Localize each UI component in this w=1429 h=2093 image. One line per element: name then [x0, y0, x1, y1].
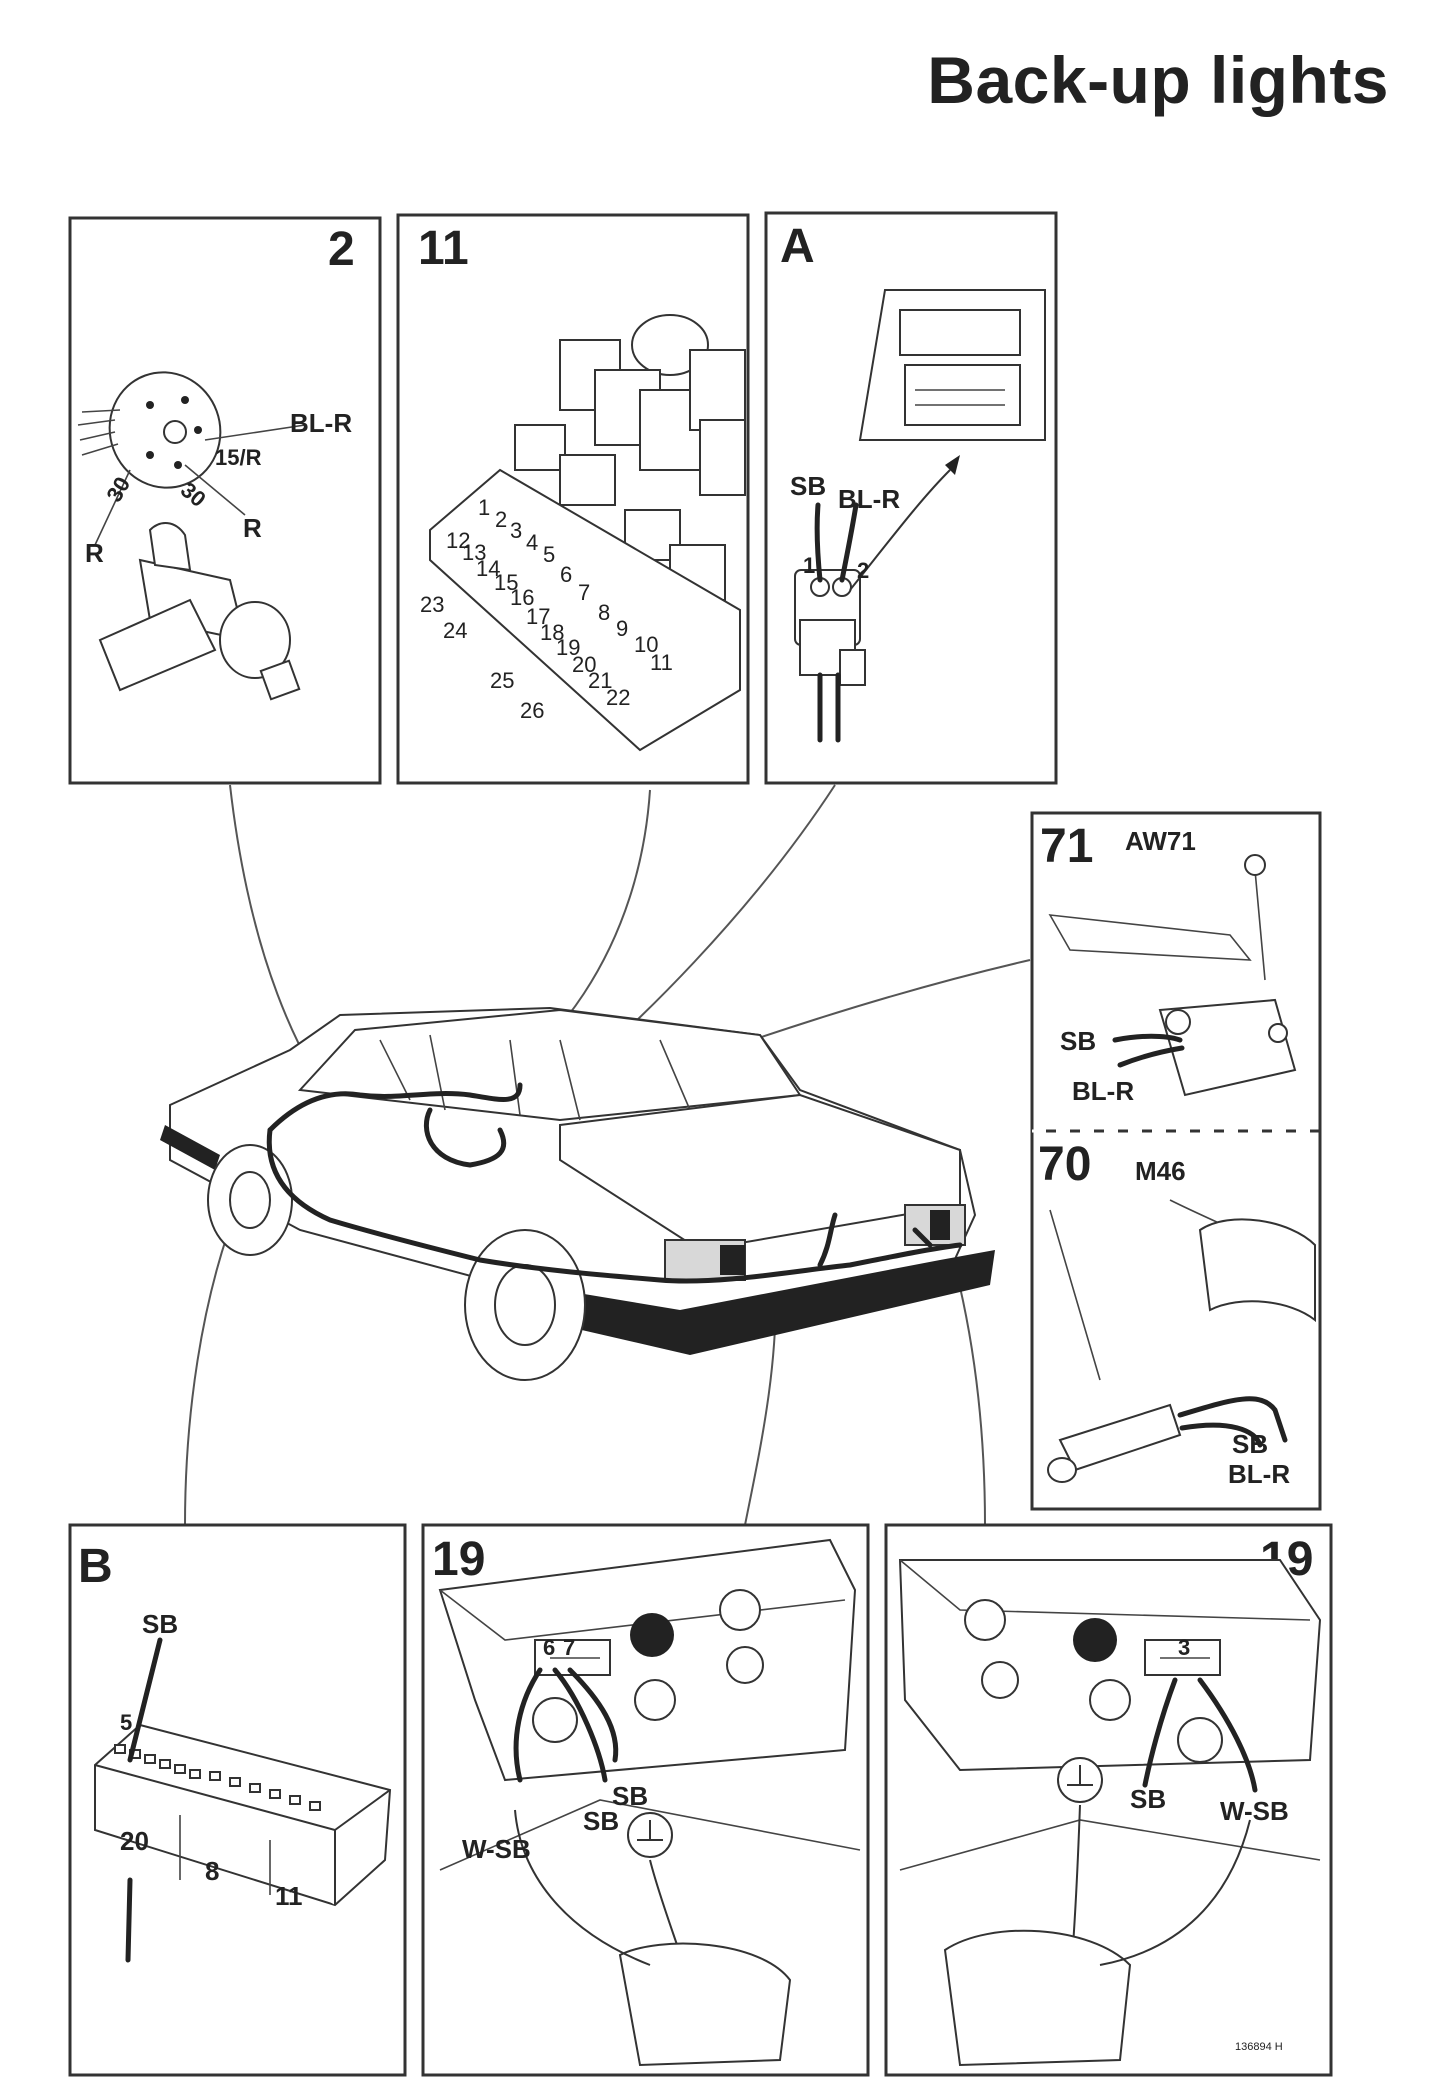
wire-w-sb-right: W-SB	[1220, 1796, 1289, 1826]
svg-text:23: 23	[420, 592, 444, 617]
panel-aw71: 71 AW71 SB BL-R	[1030, 811, 1322, 1133]
svg-text:10: 10	[634, 632, 658, 657]
svg-text:15: 15	[494, 570, 518, 595]
wire-bl-r-a: BL-R	[838, 484, 900, 514]
svg-text:16: 16	[510, 585, 534, 610]
svg-text:12: 12	[446, 528, 470, 553]
svg-text:24: 24	[443, 618, 467, 643]
car-illustration	[160, 1006, 995, 1381]
pin-6-left: 6	[543, 1635, 555, 1660]
svg-text:18: 18	[540, 620, 564, 645]
m46-name: M46	[1135, 1156, 1186, 1186]
svg-text:3: 3	[510, 518, 522, 543]
label-r-right: R	[243, 513, 262, 543]
svg-text:4: 4	[526, 530, 538, 555]
svg-text:8: 8	[598, 600, 610, 625]
label-11-b: 11	[275, 1881, 303, 1911]
reference-code: 136894 H	[1235, 2041, 1283, 2053]
svg-text:11: 11	[650, 650, 673, 675]
svg-text:2: 2	[495, 507, 507, 532]
panel-id-11: 11	[418, 222, 469, 275]
wire-sb-left-1: SB	[612, 1781, 648, 1811]
pin-5-b: 5	[120, 1710, 132, 1735]
panel-connector-b: B SB 5 20 8 11	[68, 1523, 407, 2077]
pin-1-a: 1	[803, 553, 815, 578]
pin-2-a: 2	[857, 558, 869, 583]
leader-lines	[184, 784, 1031, 1526]
panel-fuse-box: 11 1 2 3 4 5 6 7 8 9 10 11 12 13 14 15	[396, 213, 750, 785]
label-8-b: 8	[205, 1856, 219, 1886]
connector-b-pins	[114, 1744, 321, 1811]
wire-sb-a: SB	[790, 471, 826, 501]
panel-rear-lamp-right: 19 3 SB W-SB 136894 H	[884, 1523, 1333, 2077]
svg-text:14: 14	[476, 556, 500, 581]
pin-3-right: 3	[1178, 1635, 1190, 1660]
wire-bl-r-71: BL-R	[1072, 1076, 1134, 1106]
fuse-numbers: 1 2 3 4 5 6 7 8 9 10 11 12 13 14 15 16 1…	[420, 495, 673, 723]
label-r-left: R	[85, 538, 104, 568]
svg-text:21: 21	[588, 668, 612, 693]
label-20-b: 20	[120, 1826, 149, 1856]
svg-text:26: 26	[520, 698, 544, 723]
panel-m46: 70 M46 SB BL-R	[1030, 1129, 1322, 1511]
wire-sb-b: SB	[142, 1609, 178, 1639]
pin-7-left: 7	[563, 1635, 575, 1660]
svg-text:20: 20	[572, 652, 596, 677]
wire-sb-70: SB	[1232, 1429, 1268, 1459]
svg-text:9: 9	[616, 616, 628, 641]
svg-text:1: 1	[478, 495, 490, 520]
svg-text:19: 19	[556, 635, 580, 660]
panel-rear-lamp-left: 19 6 7 SB SB W-SB	[421, 1523, 870, 2077]
svg-text:17: 17	[526, 604, 550, 629]
label-15-r: 15/R	[215, 445, 262, 470]
panel-connector-a: A SB BL-R 1 2	[764, 211, 1058, 785]
wire-sb-71: SB	[1060, 1026, 1096, 1056]
svg-text:7: 7	[578, 580, 590, 605]
svg-text:22: 22	[606, 685, 630, 710]
panel-ignition-switch: 2 BL-R 15/R 30 30 R R	[68, 216, 382, 785]
label-bl-r: BL-R	[290, 408, 352, 438]
svg-text:6: 6	[560, 562, 572, 587]
svg-text:25: 25	[490, 668, 514, 693]
panel-id-b: B	[78, 1540, 113, 1593]
page-title: Back-up lights	[927, 43, 1389, 117]
svg-text:5: 5	[543, 542, 555, 567]
svg-text:13: 13	[462, 540, 486, 565]
panel-id-71: 71	[1040, 820, 1093, 873]
wire-sb-right: SB	[1130, 1784, 1166, 1814]
wire-w-sb-left: W-SB	[462, 1834, 531, 1864]
panel-id-19-left: 19	[432, 1533, 485, 1586]
wire-sb-left-2: SB	[583, 1806, 619, 1836]
panel-id-a: A	[780, 220, 815, 273]
panel-id-70: 70	[1038, 1138, 1091, 1191]
panel-id-2: 2	[328, 223, 355, 276]
wire-bl-r-70: BL-R	[1228, 1459, 1290, 1489]
aw71-name: AW71	[1125, 826, 1196, 856]
